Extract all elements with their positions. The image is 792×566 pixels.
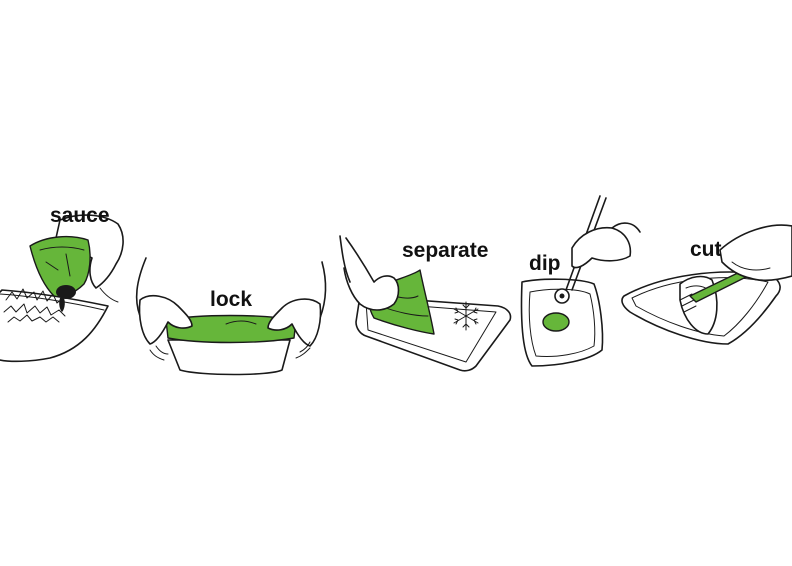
panel-cut: [621, 224, 792, 345]
sauce-drip: [59, 298, 65, 312]
step-label-cut: cut: [690, 238, 722, 261]
step-label-sauce: sauce: [50, 204, 110, 227]
lock-left-hand: [138, 294, 193, 345]
panel-lock: [135, 257, 327, 376]
separate-hand: [343, 237, 400, 311]
step-label-lock: lock: [210, 288, 253, 311]
lock-right-hand: [267, 298, 322, 347]
step-label-dip: dip: [529, 252, 561, 275]
lock-container: [167, 339, 291, 376]
sauce-pouch: [29, 235, 91, 298]
panel-sauce: [0, 214, 124, 363]
dip-hand: [571, 226, 632, 269]
panel-dip: [520, 195, 641, 367]
step-label-separate: separate: [402, 239, 489, 262]
lock-lid: [165, 314, 297, 344]
sauce-bowl: [0, 289, 109, 363]
dip-sauce-well: [542, 312, 570, 332]
panel-separate: [339, 235, 512, 372]
snowflake-icon: [453, 301, 479, 331]
